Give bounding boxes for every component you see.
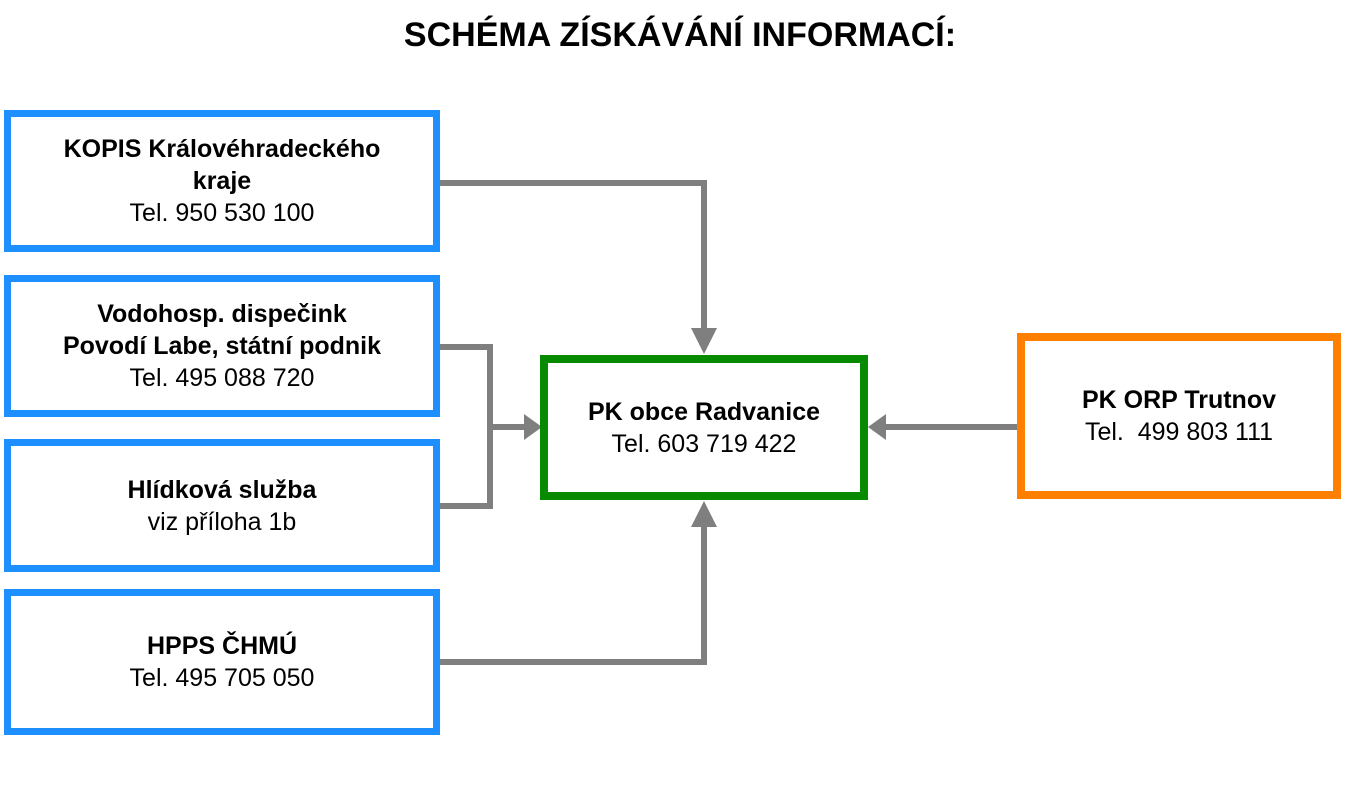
box-pk-obce-name: PK obce Radvanice (587, 397, 821, 426)
box-hpps-phone: Tel. 495 705 050 (129, 664, 315, 692)
box-hlidkova-name: Hlídková služba (127, 475, 317, 504)
connector-kopis-to-pk (440, 180, 707, 330)
connector-hpps-to-pk (440, 524, 707, 665)
box-hpps: HPPS ČHMÚ Tel. 495 705 050 (4, 589, 440, 735)
box-vodohosp-phone: Tel. 495 088 720 (129, 364, 315, 392)
box-vodohosp: Vodohosp. dispečink Povodí Labe, státní … (4, 275, 440, 417)
connector-vodohosp-hlidkova-merge (440, 344, 493, 509)
box-vodohosp-name-line1: Vodohosp. dispečink (97, 300, 347, 328)
arrowhead-left (868, 414, 886, 440)
box-pk-orp-phone: Tel. 499 803 111 (1084, 418, 1274, 446)
box-hlidkova: Hlídková služba viz příloha 1b (4, 439, 440, 572)
diagram-title: SCHÉMA ZÍSKÁVÁNÍ INFORMACÍ: (403, 16, 957, 54)
box-kopis-name-line2: kraje (192, 167, 252, 195)
box-hpps-name: HPPS ČHMÚ (146, 632, 297, 660)
box-hlidkova-note: viz příloha 1b (147, 507, 297, 536)
box-pk-orp-name: PK ORP Trutnov (1081, 386, 1276, 414)
box-pk-orp-trutnov: PK ORP Trutnov Tel. 499 803 111 (1017, 333, 1341, 499)
connector-orp-to-pk (886, 416, 1024, 430)
arrowhead-down (691, 328, 717, 354)
arrowhead-right (524, 414, 542, 440)
box-pk-obce-phone: Tel. 603 719 422 (611, 429, 797, 458)
box-kopis-phone: Tel. 950 530 100 (129, 199, 315, 227)
box-kopis: KOPIS Královéhradeckého kraje Tel. 950 5… (4, 110, 440, 252)
box-pk-obce-radvanice: PK obce Radvanice Tel. 603 719 422 (540, 355, 868, 500)
box-kopis-name-line1: KOPIS Královéhradeckého (63, 135, 381, 163)
box-vodohosp-name-line2: Povodí Labe, státní podnik (62, 332, 382, 360)
arrowhead-up (691, 501, 717, 527)
